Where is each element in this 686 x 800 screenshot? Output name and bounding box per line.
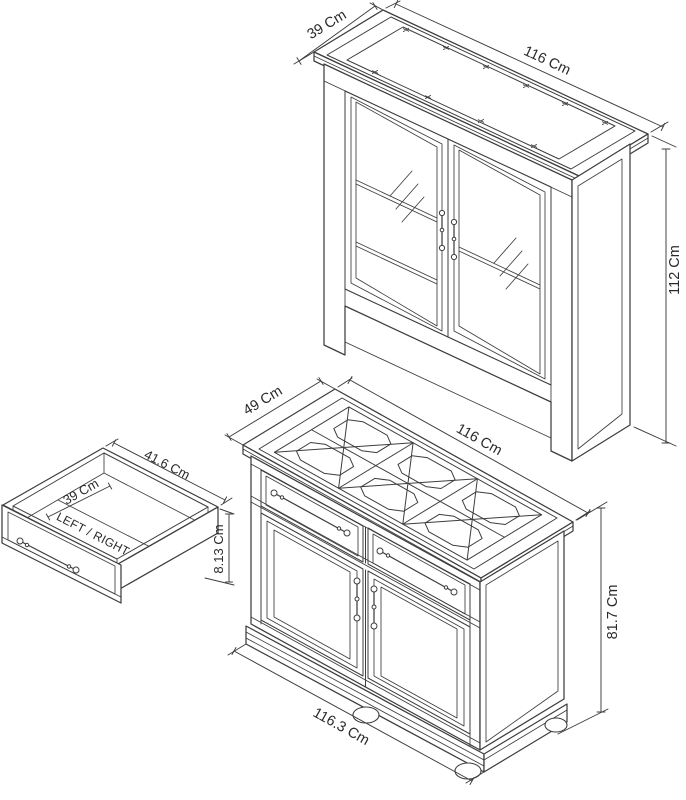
hutch-shelf-lines-left (355, 179, 438, 285)
hutch-door-handles (438, 209, 458, 261)
drawer-dim-height: 8.13 Cm (204, 508, 235, 586)
drawer-handle (16, 537, 80, 574)
glass-reflection-left (389, 170, 425, 223)
drawer-height-label: 8.13 Cm (211, 524, 226, 573)
hutch-dim-width: 116 Cm (385, 0, 669, 133)
sideboard-top-parquet-pattern (273, 406, 543, 561)
sideboard-drawer-right (367, 527, 471, 621)
sideboard-depth-label: 49 Cm (241, 383, 286, 419)
sideboard-dim-height: 81.7 Cm (557, 501, 621, 735)
hutch-shelf-lines-right (458, 246, 541, 290)
sideboard-feet (352, 706, 568, 780)
sideboard-side-face (479, 530, 565, 751)
drawer-drawing: 41.6 Cm 39 Cm 8.13 Cm LEFT / RIGHT (1, 438, 235, 604)
sideboard-door-handles (353, 577, 378, 630)
sideboard-drawer-handles (270, 489, 458, 596)
sideboard-height-label: 81.7 Cm (605, 585, 621, 640)
sideboard-door-right (367, 570, 471, 735)
sideboard-width-label: 116 Cm (453, 421, 504, 459)
drawer-bottom-seam (57, 499, 163, 554)
hutch-drawing: 39 Cm 116 Cm 112 Cm (293, 0, 683, 462)
drawer-front-panel (1, 504, 122, 604)
hutch-door-right (447, 138, 552, 386)
sideboard-drawer-left (260, 469, 364, 563)
hutch-side-face (571, 143, 631, 462)
glass-reflection-right (493, 237, 529, 290)
sideboard-drawing: 49 Cm 116 Cm 81.7 Cm 116.3 Cm (224, 376, 621, 785)
hutch-door-left (344, 90, 449, 338)
sideboard-door-left (260, 512, 364, 677)
hutch-height-label: 112 Cm (667, 245, 683, 295)
hutch-dim-height: 112 Cm (633, 135, 683, 447)
